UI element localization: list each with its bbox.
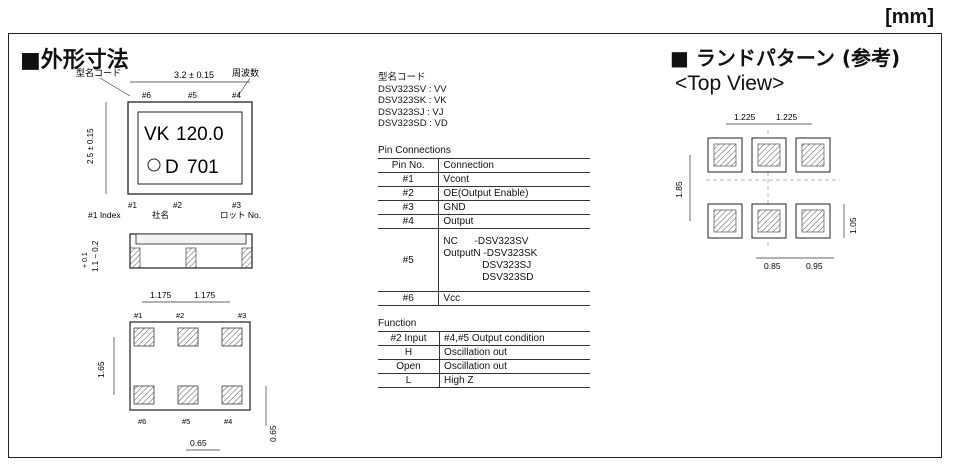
pin5-label: #5 bbox=[188, 91, 197, 100]
top-view-label: <Top View> bbox=[675, 72, 785, 95]
land-pitch-1: 1.225 bbox=[734, 112, 756, 122]
function-cell: H bbox=[378, 345, 441, 360]
pin-cell: #1 bbox=[378, 172, 440, 187]
index-label: #1 Index bbox=[88, 210, 121, 220]
lot-number-label: ロット No. bbox=[220, 210, 261, 220]
pin1-label: #1 bbox=[128, 201, 137, 210]
function-cell: Open bbox=[378, 359, 441, 374]
pad-pitch-left: 1.175 bbox=[150, 290, 172, 300]
marking-lot: 701 bbox=[187, 157, 219, 178]
land-pad-height-dim: 1.05 bbox=[848, 217, 858, 234]
land-pad-width-2: 0.95 bbox=[806, 261, 823, 271]
marking-model: VK bbox=[144, 124, 170, 145]
model-code-title: 型名コード bbox=[378, 72, 426, 83]
marking-frequency: 120.0 bbox=[176, 124, 224, 145]
function-cell: Oscillation out bbox=[439, 359, 590, 374]
pin-connections-table: Pin No. Connection #1 Vcont #2 OE(Output… bbox=[378, 158, 590, 306]
marking-d: D bbox=[165, 157, 179, 178]
pin-table-title: Pin Connections bbox=[378, 145, 451, 156]
function-table-title: Function bbox=[378, 318, 417, 329]
function-table: #2 Input #4,#5 Output condition H Oscill… bbox=[378, 331, 590, 388]
connection-cell: GND bbox=[438, 200, 590, 215]
land-height-dim: 1.85 bbox=[674, 181, 684, 198]
outline-bottom-drawing: 1.175 1.175 #1 #2 #3 1.65 #6 #5 #4 0.65 … bbox=[96, 290, 278, 451]
function-header: #2 Input bbox=[378, 331, 441, 346]
pin4-label: #4 bbox=[232, 91, 241, 100]
drawing-frame bbox=[8, 33, 942, 458]
land-pattern-heading: ■ ランドパターン (参考) bbox=[670, 46, 901, 70]
model-code-label: 型名コード bbox=[76, 67, 121, 78]
function-cell: Oscillation out bbox=[439, 345, 590, 360]
pin6-label: #6 bbox=[142, 91, 151, 100]
pad-width-dim: 0.65 bbox=[190, 438, 207, 448]
function-header: #4,#5 Output condition bbox=[439, 331, 590, 346]
outline-heading: ■外形寸法 bbox=[20, 48, 129, 73]
land-pad-width-1: 0.85 bbox=[764, 261, 781, 271]
thickness-tol: + 0.1 bbox=[82, 252, 89, 268]
land-pitch-2: 1.225 bbox=[776, 112, 798, 122]
frequency-label: 周波数 bbox=[232, 67, 259, 78]
bottom-pin4: #4 bbox=[224, 417, 232, 426]
model-code-list: 型名コード DSV323SV : VV DSV323SK : VK DSV323… bbox=[378, 72, 448, 130]
height-dim: 2.5 ± 0.15 bbox=[86, 128, 95, 164]
bottom-pin1: #1 bbox=[134, 311, 142, 320]
bottom-pin3: #3 bbox=[238, 311, 246, 320]
model-code-item: DSV323SJ : VJ bbox=[378, 106, 444, 118]
function-cell: High Z bbox=[439, 373, 590, 388]
connection-cell: Vcc bbox=[438, 291, 590, 306]
connection-cell: Output bbox=[438, 214, 590, 229]
model-code-item: DSV323SV : VV bbox=[378, 83, 447, 95]
bottom-pin2: #2 bbox=[176, 311, 184, 320]
company-name-label: 社名 bbox=[152, 210, 169, 220]
model-code-item: DSV323SD : VD bbox=[378, 118, 448, 129]
connection-header: Connection bbox=[438, 158, 590, 173]
function-cell: L bbox=[378, 373, 441, 388]
pad-vertical-dim: 1.65 bbox=[96, 361, 106, 378]
pin-header: Pin No. bbox=[378, 158, 440, 173]
pin-cell: #5 bbox=[378, 228, 440, 292]
pin-cell: #6 bbox=[378, 291, 440, 306]
connection-cell: Vcont bbox=[438, 172, 590, 187]
pad-pitch-right: 1.175 bbox=[194, 290, 216, 300]
thickness-dim: 1.1 − 0.2 bbox=[91, 240, 100, 272]
width-dim: 3.2 ± 0.15 bbox=[174, 70, 214, 80]
connection-cell: OE(Output Enable) bbox=[438, 186, 590, 201]
pin-cell: #3 bbox=[378, 200, 440, 215]
pin2-label: #2 bbox=[173, 201, 182, 210]
land-pattern-drawing: 1.225 1.225 1.85 1.05 0.85 0.95 bbox=[674, 112, 858, 271]
unit-label: [mm] bbox=[885, 6, 934, 28]
pin-cell: #2 bbox=[378, 186, 440, 201]
bottom-pin6: #6 bbox=[138, 417, 146, 426]
outline-side-drawing: 1.1 − 0.2 + 0.1 bbox=[82, 233, 253, 272]
pin3-label: #3 bbox=[232, 201, 241, 210]
bottom-pin5: #5 bbox=[182, 417, 190, 426]
pad-height-dim: 0.65 bbox=[268, 425, 278, 442]
pin-cell: #4 bbox=[378, 214, 440, 229]
outline-top-drawing: 型名コード 周波数 3.2 ± 0.15 #6 #5 #4 2.5 ± 0.15… bbox=[76, 67, 261, 220]
model-code-item: DSV323SK : VK bbox=[378, 95, 447, 106]
